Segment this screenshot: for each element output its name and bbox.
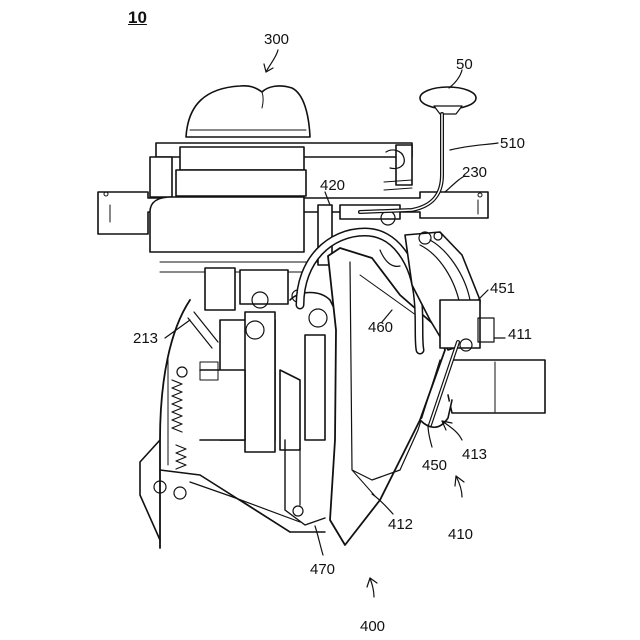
callout-410: 410 (448, 527, 473, 542)
callout-420: 420 (320, 178, 345, 193)
callout-213: 213 (133, 331, 158, 346)
callout-450: 450 (422, 458, 447, 473)
callout-50: 50 (456, 57, 473, 72)
callout-412: 412 (388, 517, 413, 532)
callout-510: 510 (500, 136, 525, 151)
callout-413: 413 (462, 447, 487, 462)
engine-hood (186, 86, 310, 137)
callout-300: 300 (264, 32, 289, 47)
engine-block (150, 147, 318, 310)
callout-451: 451 (490, 281, 515, 296)
callout-400: 400 (360, 619, 385, 634)
callout-411: 411 (508, 327, 532, 342)
callout-470: 470 (310, 562, 335, 577)
left-shroud (140, 300, 275, 548)
callout-460: 460 (368, 320, 393, 335)
callout-230: 230 (462, 165, 487, 180)
